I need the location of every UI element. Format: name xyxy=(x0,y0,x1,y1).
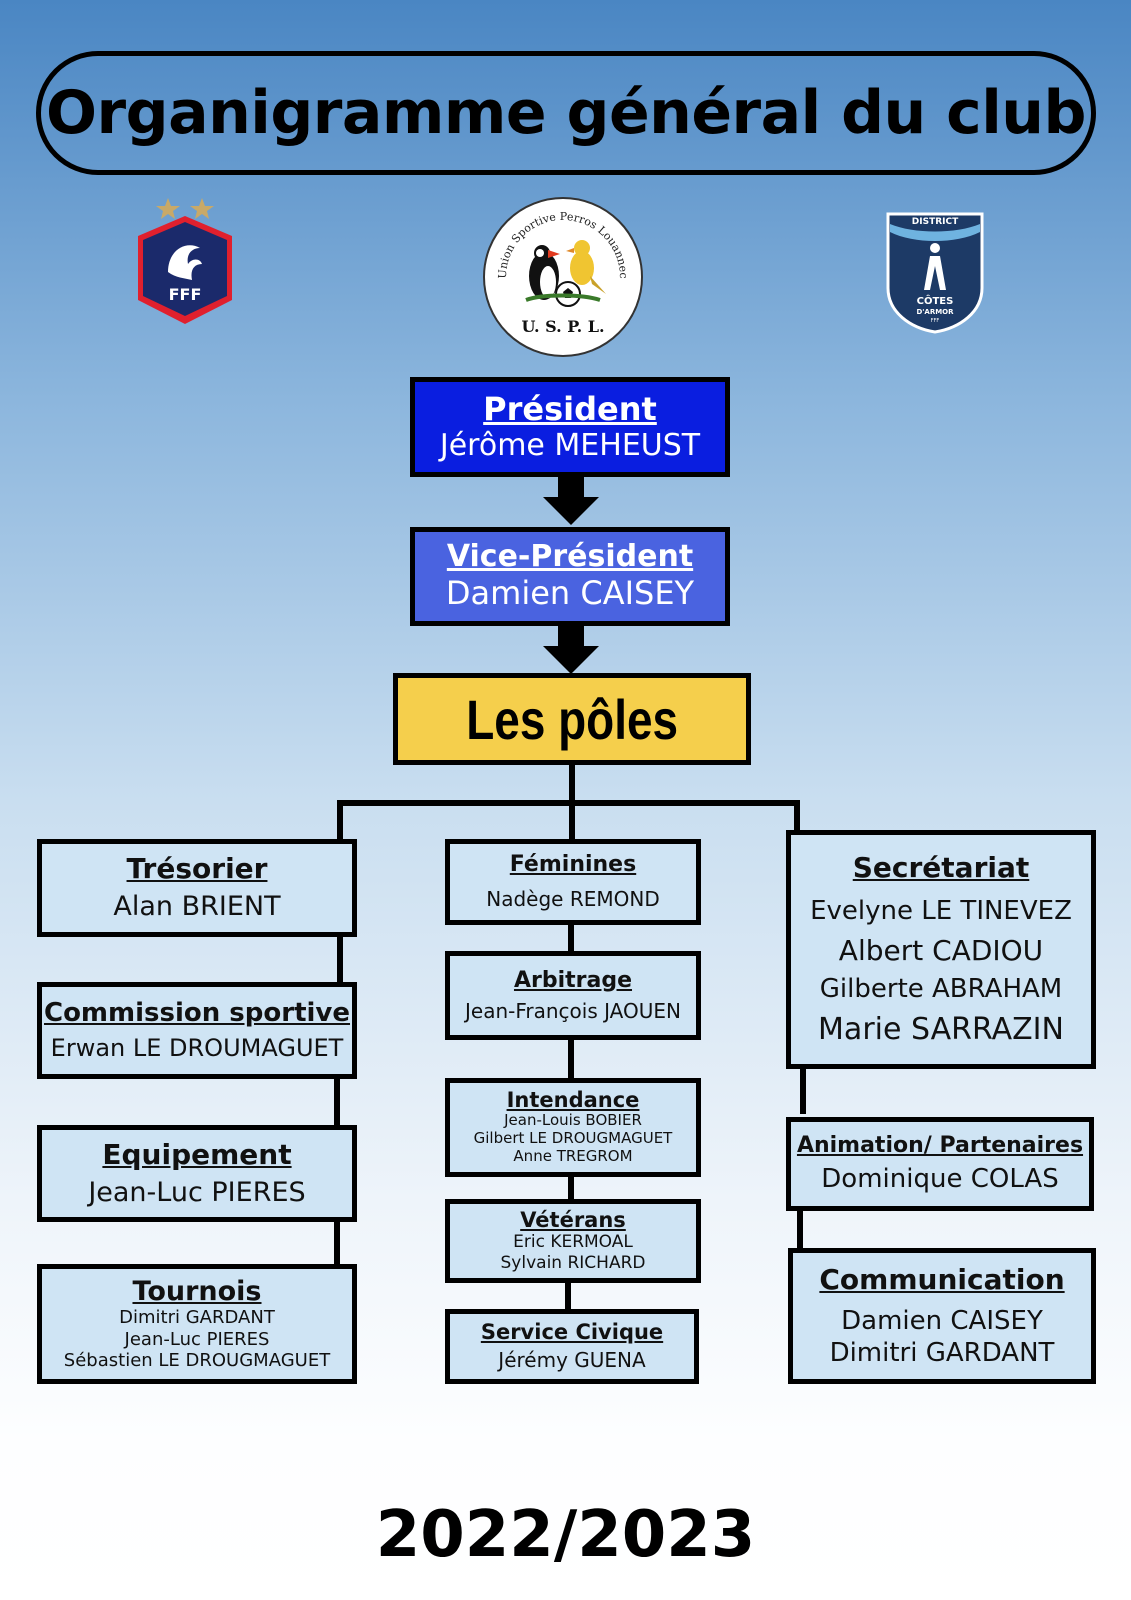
president-name: Jérôme MEHEUST xyxy=(439,427,701,463)
connector-line xyxy=(569,765,575,805)
pole-intendance: Intendance Jean-Louis BOBIER Gilbert LE … xyxy=(445,1078,701,1177)
pole-equipement: Equipement Jean-Luc PIERES xyxy=(37,1125,357,1222)
pole-title: Secrétariat xyxy=(852,850,1030,884)
pole-commission-sportive: Commission sportive Erwan LE DROUMAGUET xyxy=(37,982,357,1079)
connector-line xyxy=(334,1077,340,1127)
pole-member: Gilberte ABRAHAM xyxy=(819,973,1063,1004)
pole-title: Service Civique xyxy=(480,1320,664,1345)
pole-member: Marie SARRAZIN xyxy=(818,1011,1064,1047)
connector-line xyxy=(568,923,574,953)
pole-member: Evelyne LE TINEVEZ xyxy=(810,895,1072,926)
connector-line xyxy=(800,1067,806,1114)
pole-animation-partenaires: Animation/ Partenaires Dominique COLAS xyxy=(786,1117,1094,1211)
pole-title: Communication xyxy=(819,1262,1065,1296)
pole-member: Jean-François JAOUEN xyxy=(465,998,681,1023)
pole-member: Dimitri GARDANT xyxy=(829,1337,1055,1368)
district-cotes-armor-logo: DISTRICT CÔTES D'ARMOR FFF xyxy=(886,212,984,334)
pole-communication: Communication Damien CAISEY Dimitri GARD… xyxy=(788,1248,1096,1384)
pole-title: Commission sportive xyxy=(43,997,351,1028)
pole-member: Alan BRIENT xyxy=(113,891,281,923)
pole-service-civique: Service Civique Jérémy GUENA xyxy=(445,1309,699,1384)
connector-line xyxy=(337,800,343,841)
fff-logo-text: FFF xyxy=(169,285,202,304)
pole-member: Jérémy GUENA xyxy=(498,1348,646,1373)
connector-line xyxy=(337,800,800,806)
pole-feminines: Féminines Nadège REMOND xyxy=(445,839,701,925)
pole-member: Anne TREGROM xyxy=(513,1147,633,1166)
connector-line xyxy=(337,935,343,984)
pole-member: Eric KERMOAL xyxy=(513,1232,633,1253)
district-top-text: DISTRICT xyxy=(912,217,959,227)
pole-member: Jean-Louis BOBIER xyxy=(504,1110,642,1129)
pole-member: Sylvain RICHARD xyxy=(500,1253,646,1273)
pole-title: Arbitrage xyxy=(513,967,633,993)
pole-member: Dominique COLAS xyxy=(821,1163,1059,1194)
district-sub-text: D'ARMOR xyxy=(916,308,954,316)
connector-line xyxy=(334,1220,340,1266)
vice-president-name: Damien CAISEY xyxy=(445,574,695,613)
pole-arbitrage: Arbitrage Jean-François JAOUEN xyxy=(445,951,701,1040)
page-title: Organigramme général du club xyxy=(46,78,1086,148)
district-fff-text: FFF xyxy=(931,318,940,324)
title-banner: Organigramme général du club xyxy=(36,51,1096,175)
president-box: Président Jérôme MEHEUST xyxy=(410,377,730,477)
connector-line xyxy=(568,1038,574,1080)
pole-veterans: Vétérans Eric KERMOAL Sylvain RICHARD xyxy=(445,1199,701,1283)
pole-tresorier: Trésorier Alan BRIENT xyxy=(37,839,357,937)
pole-member: Jean-Luc PIERES xyxy=(124,1328,270,1350)
vice-president-box: Vice-Président Damien CAISEY xyxy=(410,527,730,626)
pole-secretariat: Secrétariat Evelyne LE TINEVEZ Albert CA… xyxy=(786,830,1096,1069)
pole-title: Trésorier xyxy=(126,852,268,886)
connector-line xyxy=(794,800,800,833)
vice-president-title: Vice-Président xyxy=(446,539,694,575)
pole-member: Albert CADIOU xyxy=(838,933,1044,967)
poles-box: Les pôles xyxy=(393,673,751,765)
pole-member: Dimitri GARDANT xyxy=(119,1306,275,1328)
connector-line xyxy=(569,800,575,841)
pole-title: Tournois xyxy=(132,1275,262,1307)
connector-line xyxy=(797,1208,803,1253)
uspl-initials: U. S. P. L. xyxy=(521,317,604,336)
pole-title: Intendance xyxy=(506,1087,640,1112)
pole-member: Jean-Luc PIERES xyxy=(88,1176,306,1208)
pole-member: Gilbert LE DROUGMAGUET xyxy=(473,1128,673,1147)
uspl-club-logo: Union Sportive Perros Louannec U. S. P. … xyxy=(483,197,643,357)
arrow-down-icon xyxy=(543,626,599,674)
pole-title: Vétérans xyxy=(520,1208,626,1233)
pole-member: Nadège REMOND xyxy=(486,887,660,912)
president-title: Président xyxy=(483,389,657,428)
poles-label: Les pôles xyxy=(466,687,678,751)
pole-title: Animation/ Partenaires xyxy=(796,1132,1084,1158)
pole-title: Féminines xyxy=(509,852,637,878)
fff-logo: FFF xyxy=(138,198,232,324)
season-label: 2022/2023 xyxy=(375,1498,756,1572)
arrow-down-icon xyxy=(543,477,599,525)
pole-tournois: Tournois Dimitri GARDANT Jean-Luc PIERES… xyxy=(37,1264,357,1384)
pole-title: Equipement xyxy=(102,1137,292,1171)
connector-line xyxy=(568,1175,574,1201)
connector-line xyxy=(565,1281,571,1311)
pole-member: Damien CAISEY xyxy=(841,1305,1043,1336)
district-name-text: CÔTES xyxy=(917,294,954,307)
pole-member: Sébastien LE DROUGMAGUET xyxy=(63,1350,331,1372)
pole-member: Erwan LE DROUMAGUET xyxy=(50,1033,344,1062)
